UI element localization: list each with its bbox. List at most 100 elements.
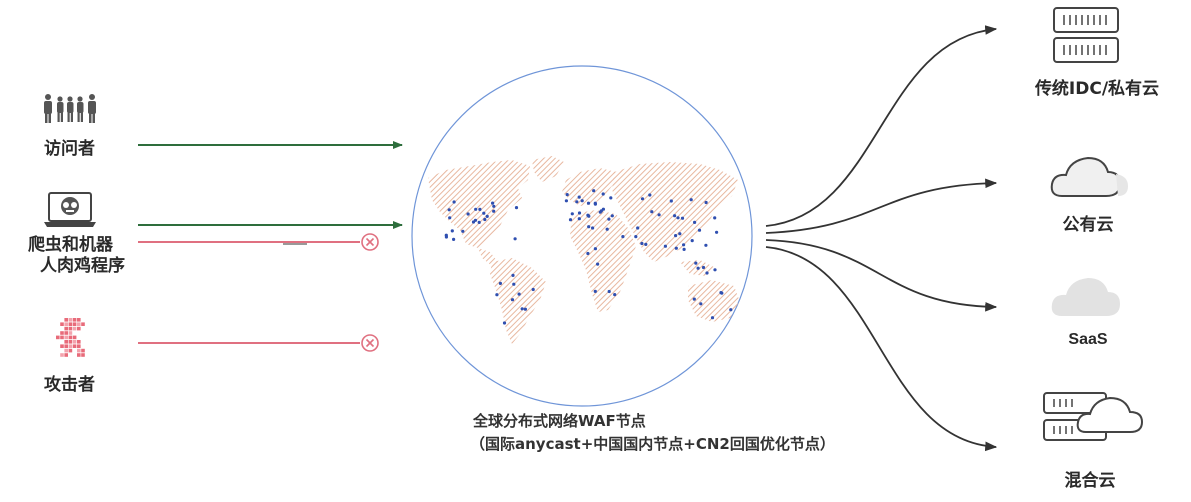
node-dot — [593, 202, 598, 206]
node-dot — [491, 201, 495, 205]
node-dot — [452, 200, 456, 204]
node-dot — [502, 321, 507, 325]
attacker-pixel — [60, 344, 64, 348]
global-waf-globe — [411, 65, 753, 407]
node-dot — [492, 209, 496, 213]
node-dot — [710, 316, 715, 320]
attackers-label: 攻击者 — [44, 375, 95, 395]
attacker-pixel — [64, 331, 68, 335]
node-dot — [713, 216, 717, 220]
node-dot — [607, 289, 611, 294]
attacker-pixel — [60, 331, 64, 335]
attacker-pixel — [77, 318, 81, 322]
arrow-to-hybrid — [765, 246, 998, 452]
bot-blocked-icon — [361, 233, 379, 251]
node-dot — [596, 262, 600, 266]
attacker-icon — [56, 318, 85, 357]
node-dot — [452, 237, 456, 241]
attacker-pixel — [72, 322, 77, 326]
attacker-pixel — [64, 335, 68, 340]
attacker-pixel — [68, 322, 73, 326]
node-dot — [513, 237, 517, 241]
node-dot — [587, 225, 591, 229]
attacker-pixel — [68, 344, 73, 348]
saas-label: SaaS — [1068, 331, 1108, 348]
node-dot — [523, 307, 528, 311]
node-dot — [663, 244, 668, 248]
attacker-pixel — [72, 340, 77, 344]
node-dot — [517, 292, 521, 296]
attacker-pixel — [64, 344, 68, 348]
node-dot — [586, 251, 590, 256]
node-dot — [699, 302, 703, 306]
attacker-pixel — [77, 344, 81, 348]
node-dot — [669, 199, 673, 203]
arrow-to-public-cloud — [765, 178, 998, 234]
bots-label-line2: 人肉鸡程序 — [40, 256, 125, 276]
hybrid-cloud-icon — [1043, 392, 1144, 441]
node-dot — [471, 220, 476, 224]
node-dot — [448, 216, 452, 220]
node-dot — [495, 293, 499, 297]
waf-subtitle: （国际anycast+中国国内节点+CN2回国优化节点） — [470, 435, 835, 453]
node-dot — [697, 228, 702, 232]
node-dot — [678, 232, 682, 236]
node-dot — [447, 208, 451, 212]
attacker-pixel — [81, 348, 85, 353]
attacker-pixel — [60, 322, 64, 326]
attacker-pixel — [77, 322, 81, 326]
waf-node-dots — [444, 189, 733, 325]
attacker-pixel — [77, 353, 81, 357]
bots-label-line1: 爬虫和机器 — [28, 235, 113, 255]
attacker-pixel — [56, 335, 60, 340]
node-dot — [580, 199, 584, 203]
node-dot — [498, 281, 502, 285]
node-dot — [634, 235, 638, 239]
node-dot — [482, 211, 486, 215]
attacker-pixel — [77, 340, 81, 344]
node-dot — [591, 226, 595, 230]
attacker-pixel — [72, 335, 77, 340]
node-dot — [621, 235, 625, 239]
arrow-to-saas — [765, 239, 998, 312]
node-dot — [474, 207, 478, 211]
node-dot — [593, 247, 598, 251]
bot-laptop-icon — [44, 192, 96, 227]
node-dot — [720, 291, 724, 295]
node-dot — [705, 271, 709, 275]
attacker-pixel — [77, 326, 81, 331]
node-dot — [565, 193, 569, 197]
node-dot — [704, 200, 708, 205]
node-dot — [477, 220, 481, 224]
idc-label: 传统IDC/私有云 — [1034, 79, 1160, 99]
node-dot — [510, 298, 515, 302]
node-dot — [586, 201, 591, 205]
node-dot — [564, 199, 569, 203]
node-dot — [514, 206, 519, 210]
node-dot — [492, 204, 496, 208]
node-dot — [673, 214, 677, 218]
node-dot — [570, 212, 574, 216]
attacker-blocked-icon — [361, 334, 379, 352]
node-dot — [512, 282, 516, 286]
attacker-pixel — [64, 340, 68, 344]
node-dot — [605, 227, 609, 231]
node-dot — [609, 196, 613, 200]
node-dot — [694, 261, 698, 265]
attacker-pixel — [64, 353, 68, 357]
attacker-pixel — [77, 348, 81, 353]
attacker-pixel — [64, 348, 68, 353]
node-dot — [682, 247, 686, 251]
node-dot — [704, 243, 708, 247]
node-dot — [592, 189, 596, 193]
attacker-pixel — [64, 318, 68, 322]
attacker-pixel — [64, 322, 68, 326]
attacker-pixel — [68, 318, 73, 322]
node-dot — [648, 193, 652, 197]
attacker-pixel — [81, 353, 85, 357]
visitors-label: 访问者 — [44, 139, 95, 159]
node-dot — [577, 211, 582, 215]
node-dot — [485, 214, 489, 218]
attacker-pixel — [72, 326, 77, 331]
